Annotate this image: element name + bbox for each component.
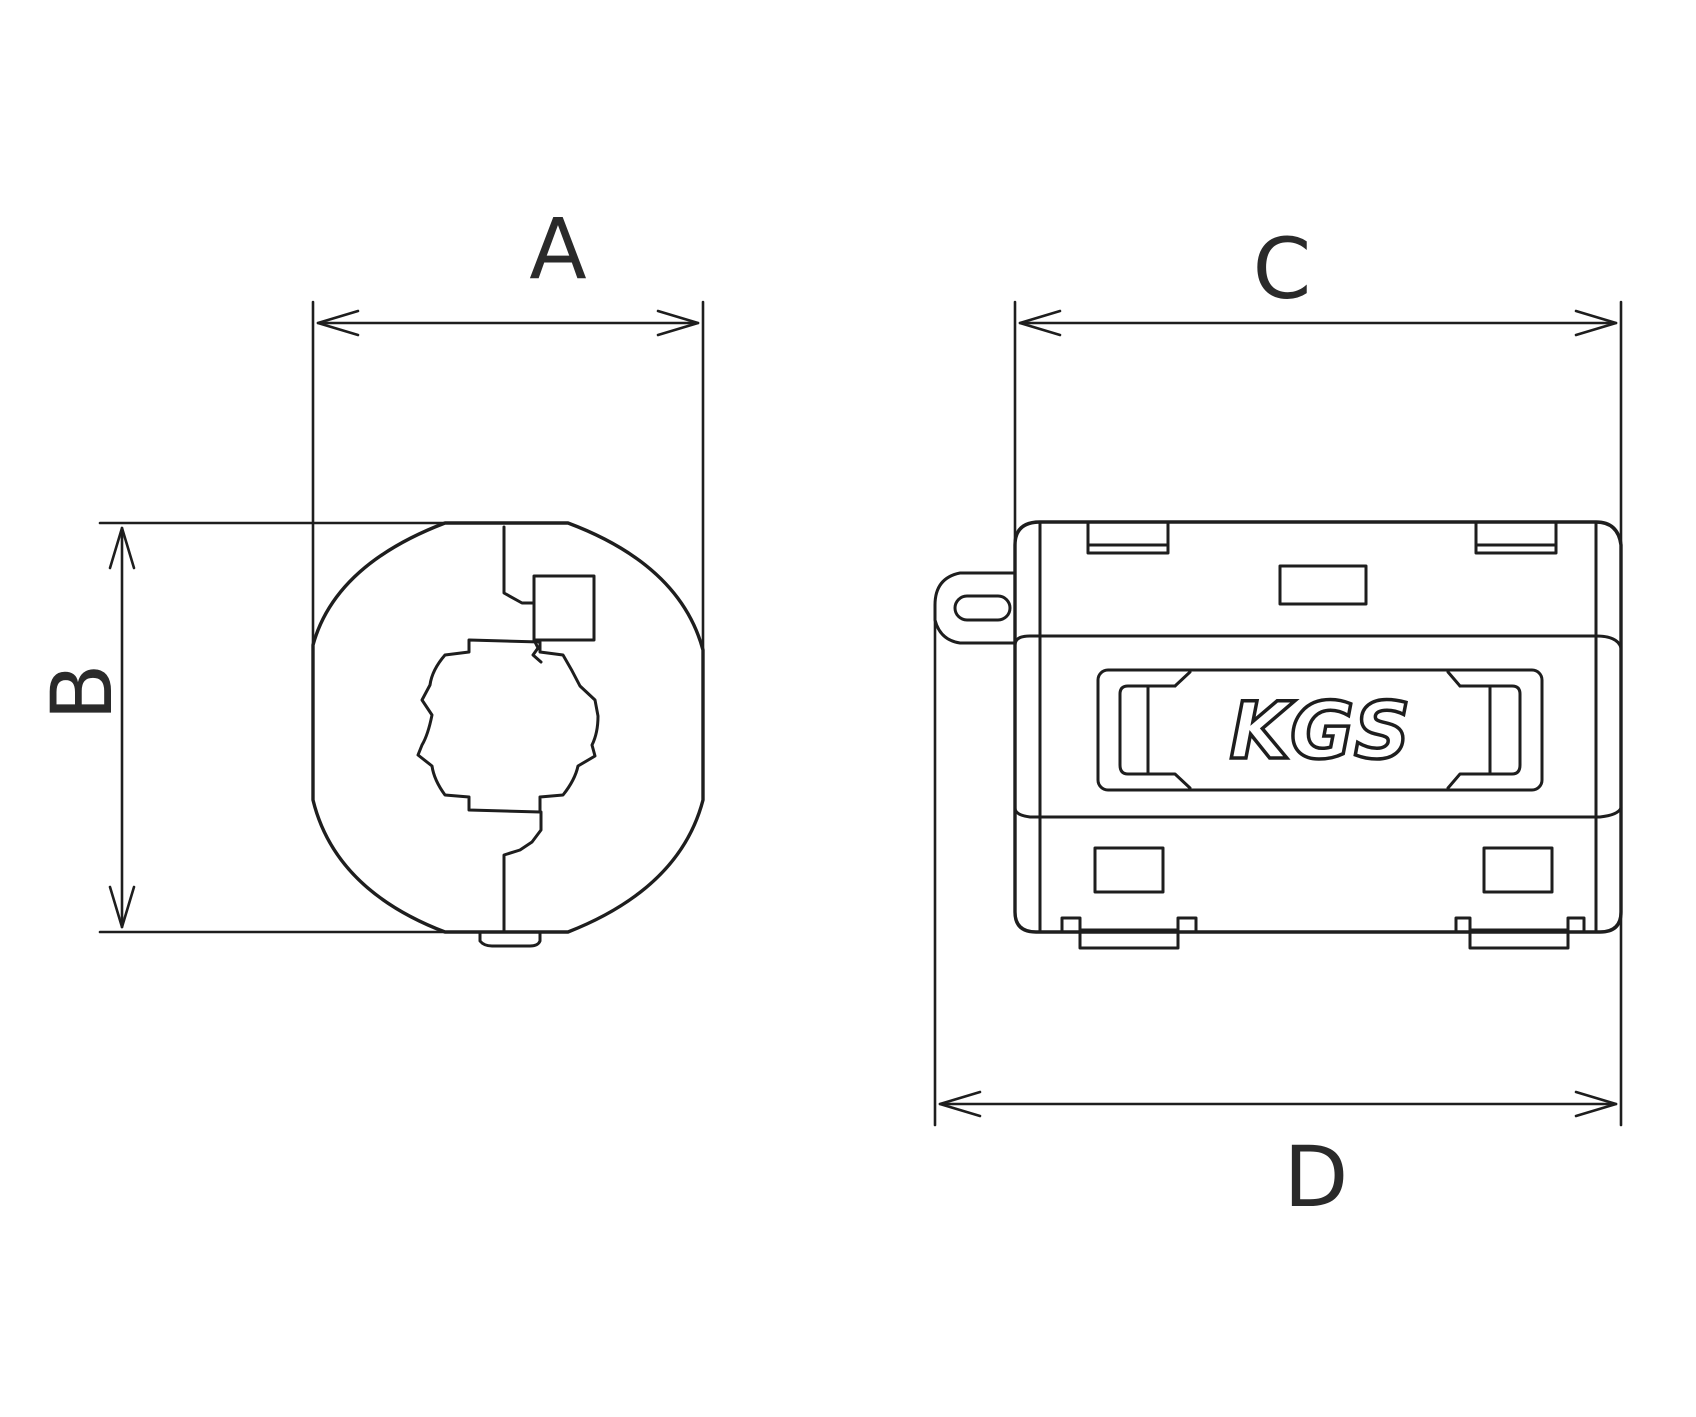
dimension-c-label: C (1253, 220, 1312, 318)
side-view-bottom-clip-right (1454, 916, 1586, 950)
side-view-bottom-window-left (1093, 846, 1165, 894)
dimension-d: D (933, 603, 1623, 1226)
side-view-mounting-ear (933, 571, 1017, 645)
side-view-top-window (1278, 564, 1368, 606)
front-view-split-line-lower (502, 810, 543, 934)
side-view-bottom-window-right (1482, 846, 1554, 894)
front-view-outline (311, 521, 705, 934)
dimension-c: C (1013, 220, 1623, 547)
side-view-ear-slot (953, 594, 1012, 622)
front-view (311, 521, 705, 948)
front-view-latch (532, 574, 596, 642)
dimension-a: A (311, 200, 705, 652)
side-view: KGS (933, 520, 1623, 950)
side-view-top-clip-left (1086, 520, 1170, 555)
side-view-logo-panel (1096, 668, 1544, 792)
dimension-d-label: D (1284, 1128, 1349, 1226)
front-view-bottom-tab (478, 930, 542, 948)
side-view-bottom-clip-left (1060, 916, 1198, 950)
dimension-a-label: A (529, 200, 586, 298)
side-view-top-clip-right (1474, 520, 1558, 555)
side-view-logo: KGS (1230, 687, 1411, 777)
dimension-b: B (33, 521, 447, 934)
dimension-b-label: B (33, 663, 131, 721)
front-view-center-hole (416, 638, 600, 814)
